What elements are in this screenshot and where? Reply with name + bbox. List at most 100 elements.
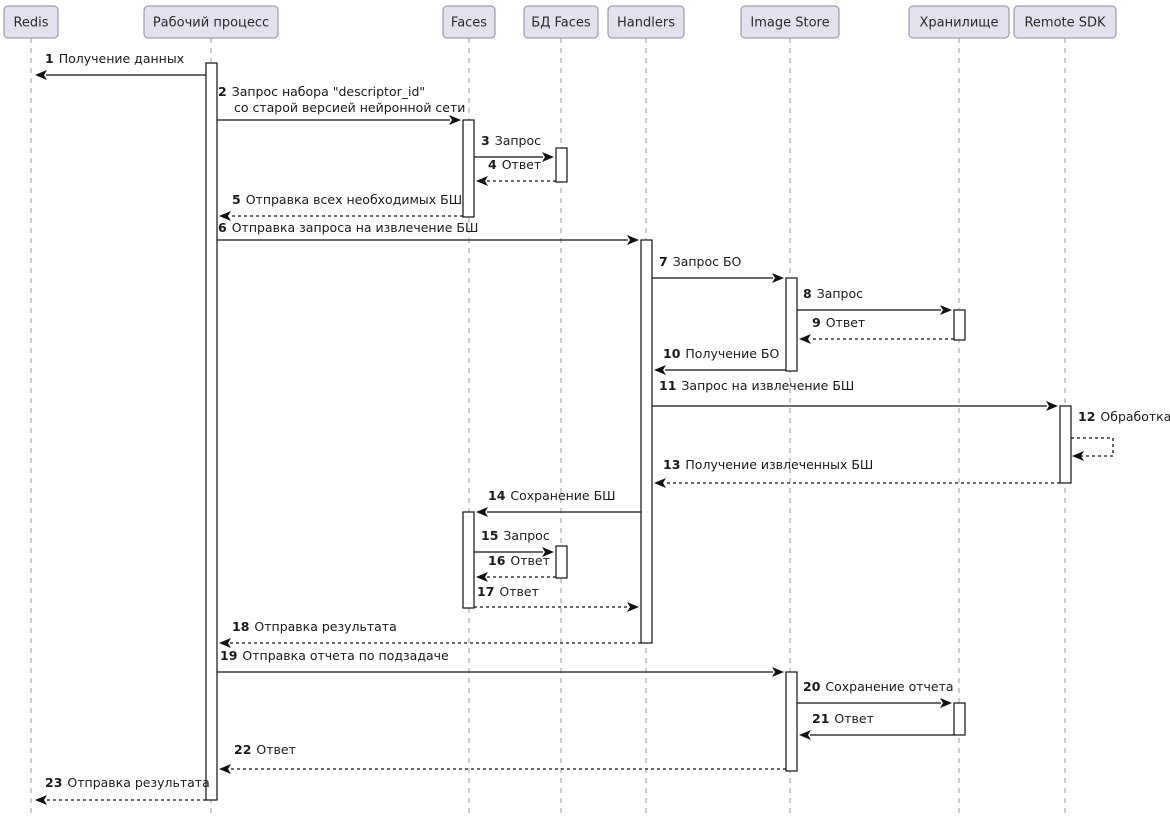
participant-label-worker: Рабочий процесс xyxy=(153,16,269,31)
activation-bar-handlers xyxy=(640,239,653,644)
message-arrowhead-10 xyxy=(654,365,666,375)
activation-bar-faces xyxy=(462,511,475,609)
message-arrowhead-16 xyxy=(476,572,488,582)
participants-layer: Redis Рабочий процесс Faces БД Faces Handler… xyxy=(3,5,1117,39)
activation-bar-storage xyxy=(953,309,966,341)
participant-label-imgstore: Image Store xyxy=(750,16,829,31)
activation-bar-imgstore xyxy=(785,277,798,372)
message-arrowhead-8 xyxy=(940,305,952,315)
message-arrowhead-14 xyxy=(476,507,488,517)
message-arrowhead-2 xyxy=(449,115,461,125)
participant-box-facesdb[interactable] xyxy=(523,5,599,39)
message-arrowhead-4 xyxy=(476,176,488,186)
activation-bar-sdk xyxy=(1059,405,1072,484)
activations-layer xyxy=(205,62,1072,801)
message-arrowhead-17 xyxy=(627,602,639,612)
activation-bar-worker xyxy=(205,62,218,801)
activation-bar-storage xyxy=(953,702,966,736)
message-arrowhead-21 xyxy=(799,730,811,740)
message-arrow-12 xyxy=(1071,437,1114,457)
participant-facesdb[interactable]: БД Faces xyxy=(523,5,599,39)
activation-bar-facesdb xyxy=(555,545,568,579)
message-arrowhead-5 xyxy=(219,211,231,221)
participant-box-storage[interactable] xyxy=(908,5,1010,39)
participant-storage[interactable]: Хранилище xyxy=(908,5,1010,39)
participant-box-handlers[interactable] xyxy=(607,5,685,39)
message-arrowhead-3 xyxy=(542,152,554,162)
message-arrowhead-23 xyxy=(35,795,47,805)
participant-box-redis[interactable] xyxy=(3,5,59,39)
participant-box-sdk[interactable] xyxy=(1013,5,1117,39)
participant-label-storage: Хранилище xyxy=(919,16,998,31)
participant-sdk[interactable]: Remote SDK xyxy=(1013,5,1117,39)
message-arrowhead-6 xyxy=(627,235,639,245)
participant-box-worker[interactable] xyxy=(143,5,279,39)
message-arrowhead-19 xyxy=(772,667,784,677)
message-arrowhead-22 xyxy=(219,764,231,774)
message-arrowhead-12 xyxy=(1072,451,1084,461)
message-arrowhead-11 xyxy=(1046,401,1058,411)
participant-worker[interactable]: Рабочий процесс xyxy=(143,5,279,39)
participant-faces[interactable]: Faces xyxy=(442,5,496,39)
participant-label-sdk: Remote SDK xyxy=(1024,16,1106,31)
participant-label-handlers: Handlers xyxy=(617,16,675,31)
message-arrowhead-1 xyxy=(35,70,47,80)
message-arrowhead-13 xyxy=(654,478,666,488)
participant-label-redis: Redis xyxy=(13,16,48,31)
activation-bar-facesdb xyxy=(555,147,568,183)
participant-redis[interactable]: Redis xyxy=(3,5,59,39)
message-arrowhead-15 xyxy=(542,547,554,557)
activation-bar-faces xyxy=(462,119,475,218)
message-arrowhead-20 xyxy=(940,698,952,708)
participant-imgstore[interactable]: Image Store xyxy=(740,5,840,39)
participant-box-imgstore[interactable] xyxy=(740,5,840,39)
participant-handlers[interactable]: Handlers xyxy=(607,5,685,39)
participant-box-faces[interactable] xyxy=(442,5,496,39)
participant-label-faces: Faces xyxy=(451,16,487,31)
